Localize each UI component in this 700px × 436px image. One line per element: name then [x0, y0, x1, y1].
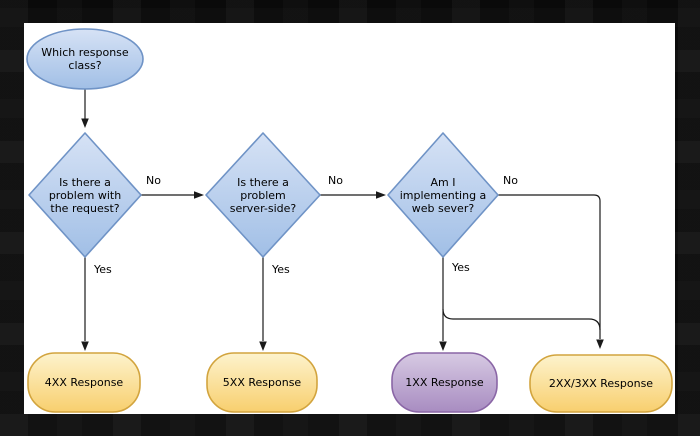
arrowhead-yes-decision2 [259, 341, 267, 351]
arrowhead-yes-decision3 [439, 341, 447, 351]
edge-branch-to-2xx3xx [442, 308, 601, 331]
edge-no-decision3-to-terminal [498, 194, 601, 339]
arrowhead-no-decision3 [596, 339, 604, 349]
start-node-shape [26, 28, 144, 90]
arrowhead-no-decision2 [376, 191, 386, 199]
terminal-5xx-shape [206, 352, 318, 413]
decision2-shape [205, 132, 321, 258]
arrowhead-start-to-decision1 [81, 118, 89, 128]
terminal-1xx-shape [391, 352, 498, 413]
arrowhead-no-decision1 [194, 191, 204, 199]
flowchart-graphic [26, 28, 673, 413]
decision3-shape [387, 132, 499, 258]
terminal-4xx-shape [27, 352, 141, 413]
decision1-shape [28, 132, 142, 258]
terminal-2xx3xx-shape [529, 354, 673, 413]
diagram-canvas: Which response class? Is there a problem… [24, 23, 675, 414]
arrowhead-yes-decision1 [81, 341, 89, 351]
